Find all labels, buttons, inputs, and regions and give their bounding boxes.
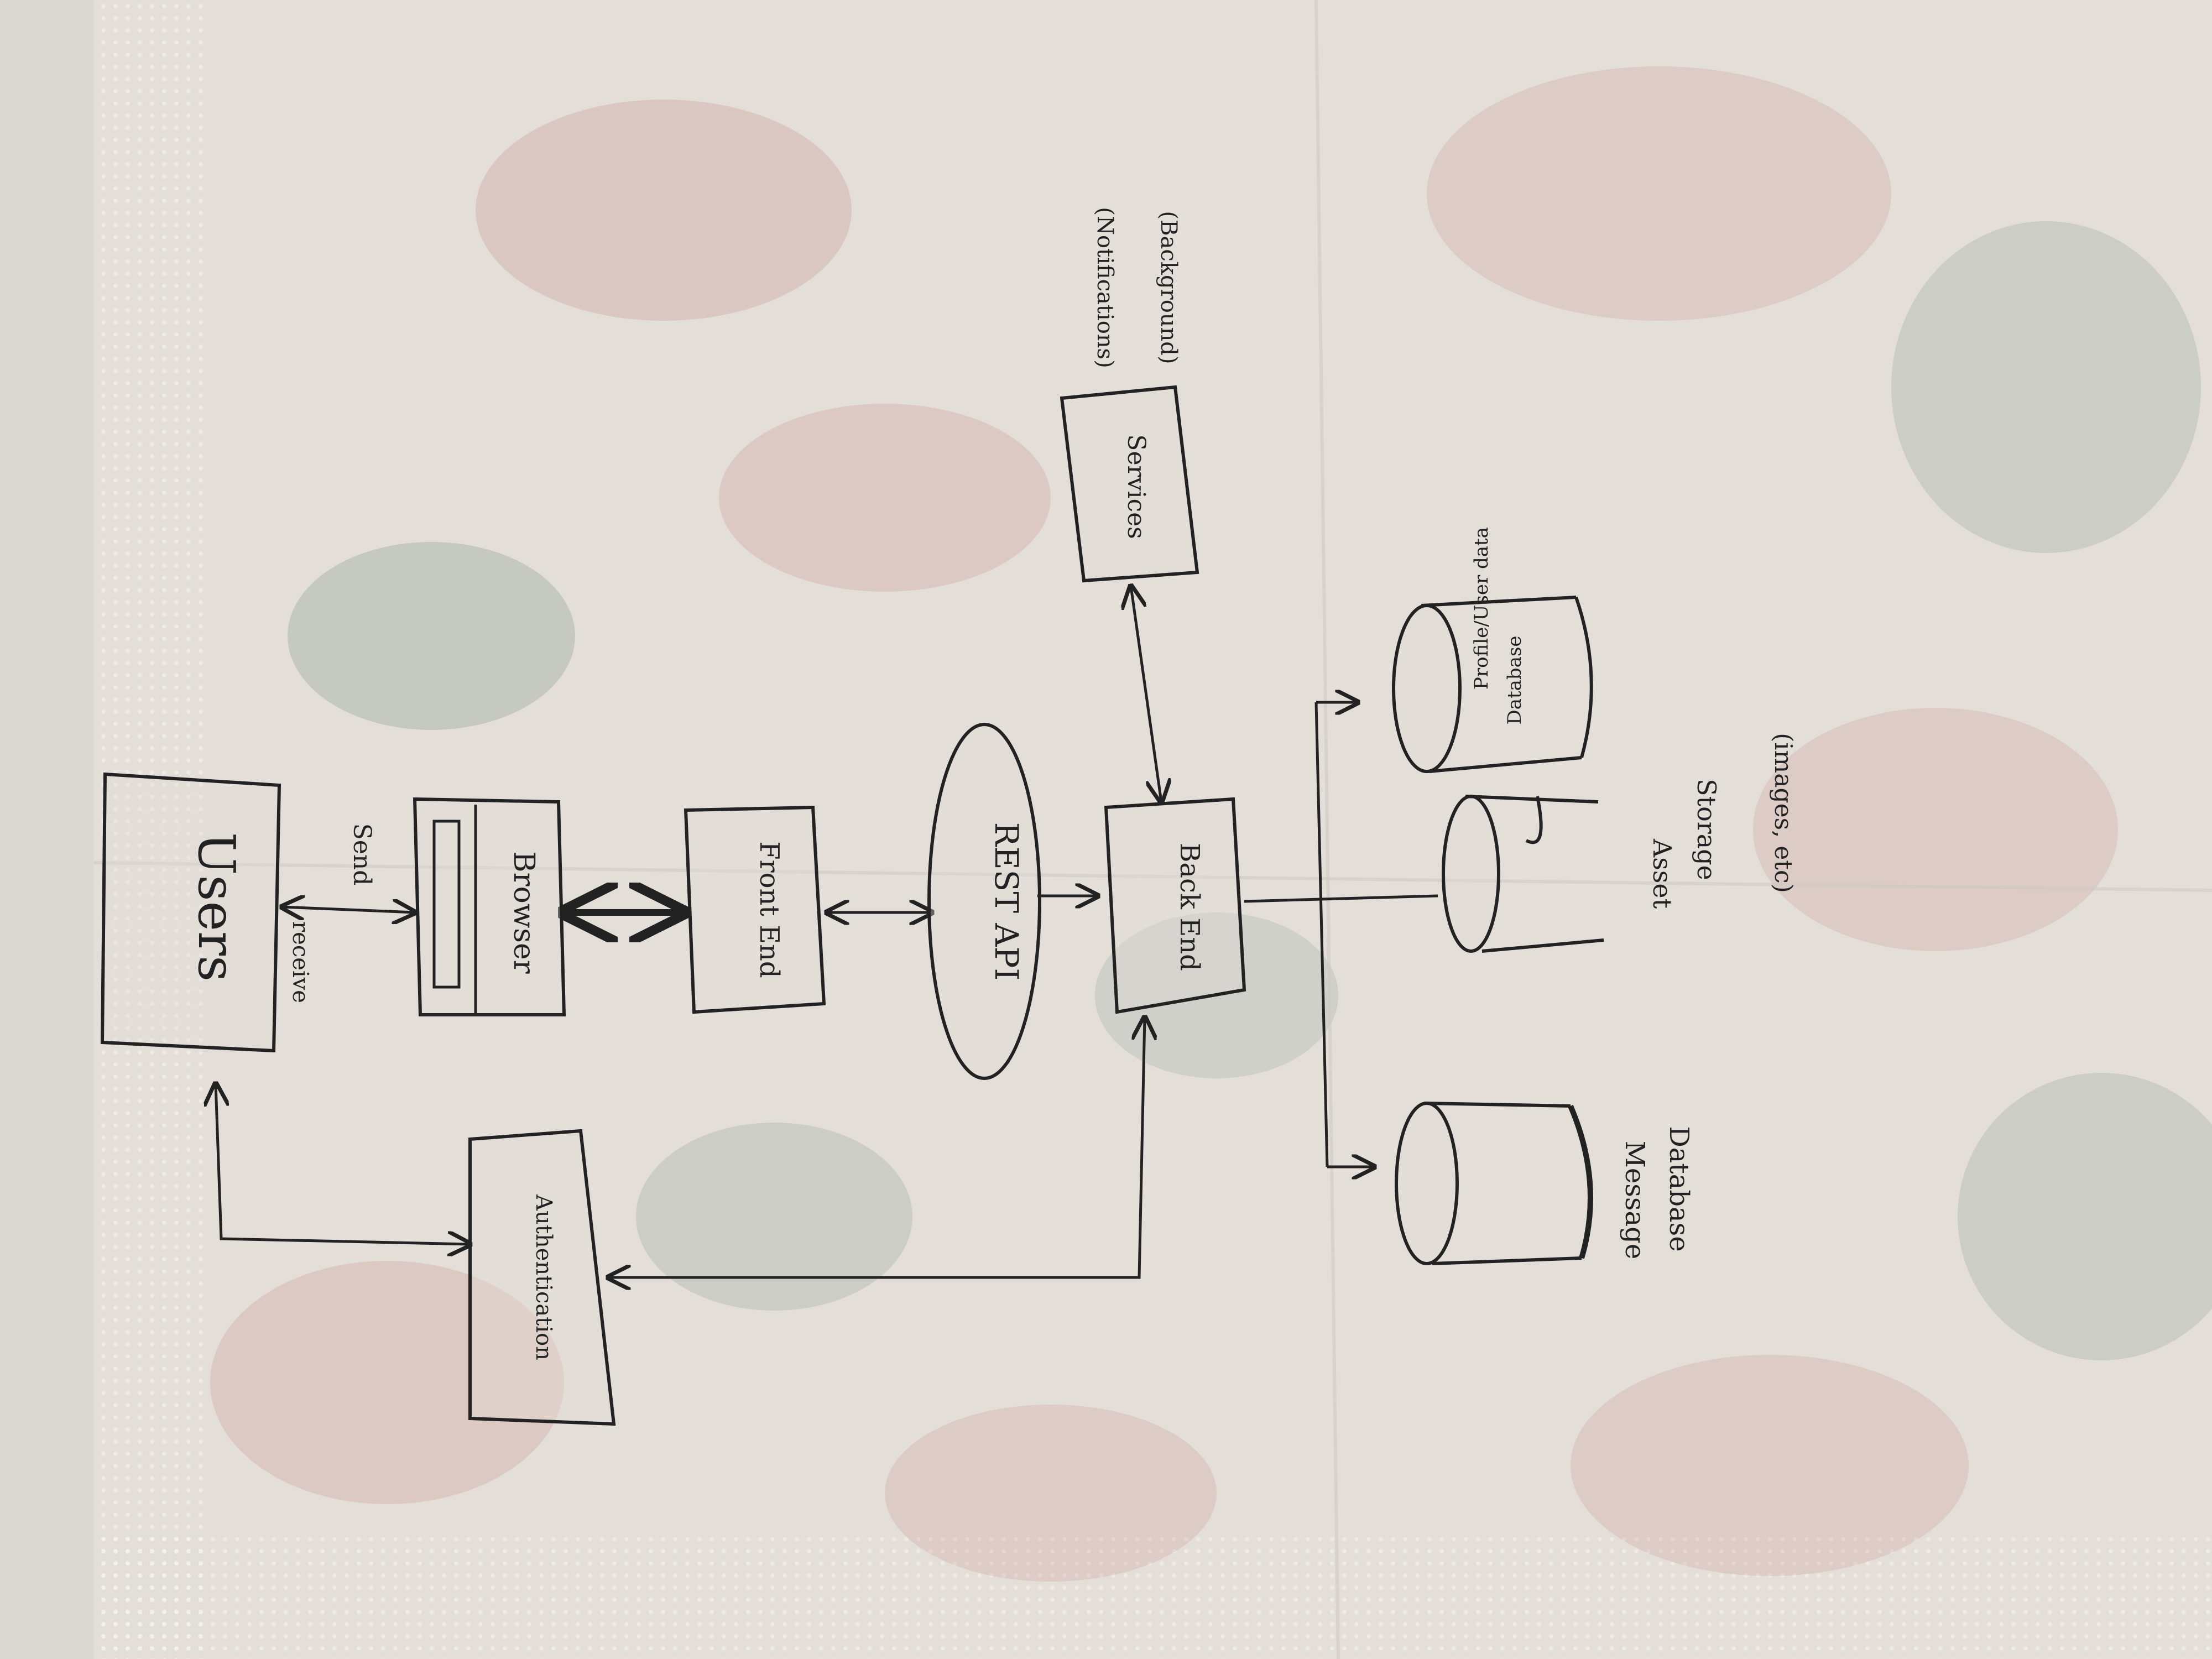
restapi-node: REST API xyxy=(927,723,1041,1080)
arrow-users-authentication xyxy=(216,1084,470,1244)
bus-vertical xyxy=(1314,702,1329,1167)
connectors xyxy=(216,586,1438,1277)
browser-node: Browser xyxy=(413,797,566,1016)
authentication-label: Authentication xyxy=(531,1194,556,1360)
restapi-label: REST API xyxy=(988,822,1025,981)
frontend-node: Front End xyxy=(684,805,826,1014)
services-note-background: (Background) xyxy=(1156,211,1181,364)
asset-storage-label-line2: Storage xyxy=(1692,779,1721,880)
users-node: Users xyxy=(100,772,281,1053)
profile-database-label-line2: Database xyxy=(1504,635,1526,724)
arrow-users-browser xyxy=(282,907,415,912)
asset-storage-node: Asset Storage (images, etc) xyxy=(1442,733,1797,953)
floral-print xyxy=(210,66,2212,1582)
message-database-node: Message Database xyxy=(1395,1102,1694,1265)
arrow-services-backend xyxy=(1131,586,1161,802)
asset-storage-label-line1: Asset xyxy=(1647,838,1677,909)
profile-database-label-line1: Profile/User data xyxy=(1470,527,1493,690)
profile-database-node: Profile/User data Database xyxy=(1392,527,1593,773)
users-label: Users xyxy=(187,832,246,982)
services-label: Services xyxy=(1122,434,1150,539)
services-node: Services (Notifications) (Background) xyxy=(1060,207,1199,583)
message-database-label-line1: Message xyxy=(1619,1141,1650,1260)
bus-backend xyxy=(1244,894,1438,903)
backend-label: Back End xyxy=(1174,843,1205,971)
arrow-backend-authentication xyxy=(608,1018,1145,1277)
napkin xyxy=(94,0,2212,1659)
backend-node: Back End xyxy=(1104,797,1246,1014)
services-note-notifications: (Notifications) xyxy=(1092,207,1118,368)
browser-address-bar xyxy=(432,820,461,989)
browser-label: Browser xyxy=(507,851,540,973)
edge-label-receive: receive xyxy=(288,921,313,1003)
authentication-node: Authentication xyxy=(468,1129,616,1426)
asset-storage-label-line3: (images, etc) xyxy=(1769,733,1797,893)
message-database-label-line2: Database xyxy=(1663,1126,1694,1251)
frontend-label: Front End xyxy=(754,841,785,978)
edge-label-send: Send xyxy=(348,823,376,886)
